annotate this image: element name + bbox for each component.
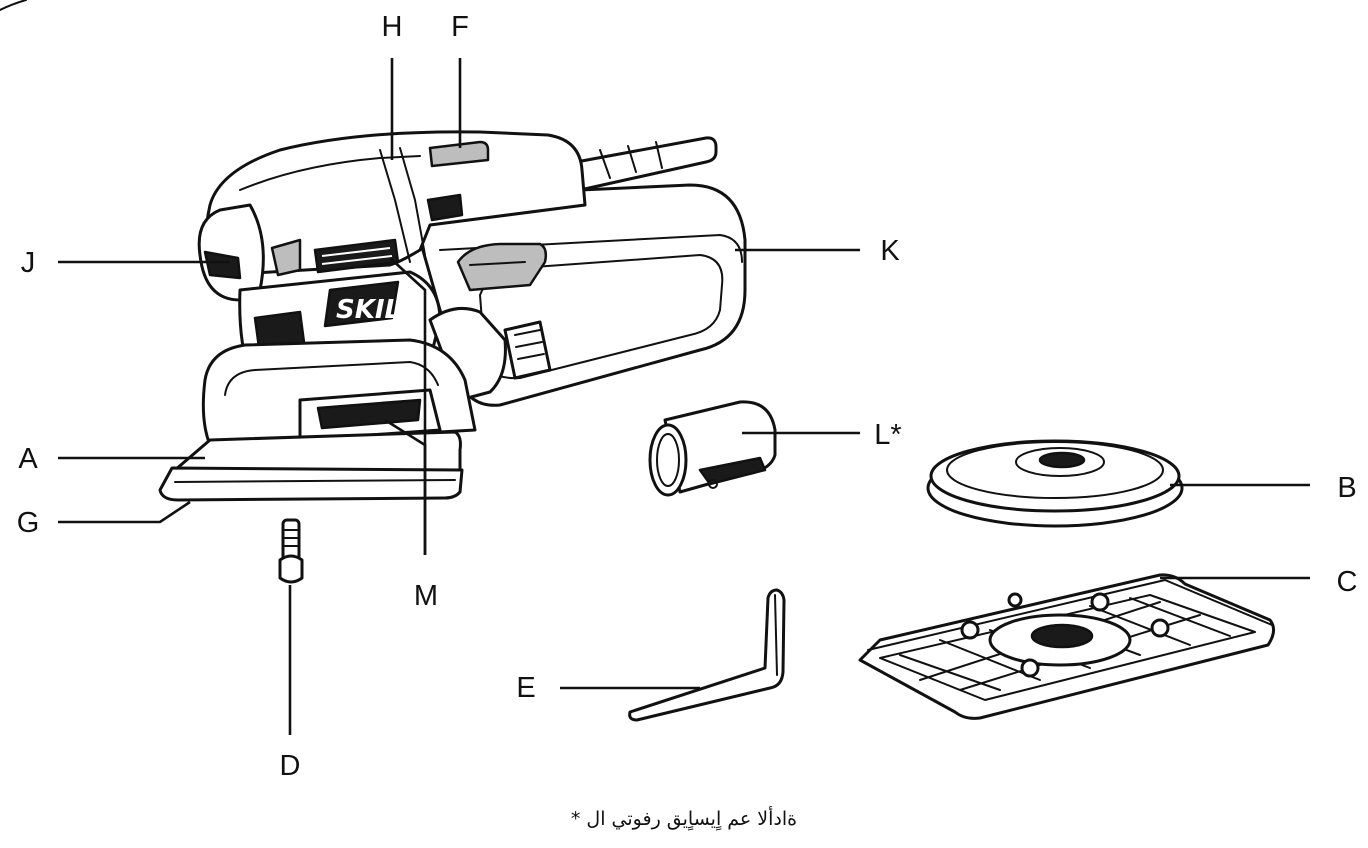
label-G: G: [17, 507, 40, 539]
label-K: K: [880, 235, 900, 267]
rectangular-pad-drawing: [858, 573, 1275, 720]
brand-logo: SKIL: [336, 295, 401, 325]
label-B: B: [1337, 472, 1356, 504]
label-C: C: [1337, 566, 1358, 598]
label-F: F: [451, 11, 469, 43]
round-pad-drawing: [926, 439, 1184, 528]
hex-key-drawing: [628, 588, 786, 722]
dust-adapter-drawing: [648, 400, 777, 497]
leader-G: [58, 500, 191, 524]
label-J: J: [21, 247, 36, 279]
label-H: H: [382, 11, 403, 43]
label-A: A: [18, 443, 38, 475]
label-L: L*: [874, 419, 901, 451]
label-M: M: [414, 580, 438, 612]
leader-M-lower: [384, 418, 427, 555]
screw-drawing: [278, 518, 304, 584]
label-E: E: [516, 672, 535, 704]
corner-mark: [0, 0, 27, 11]
label-D: D: [280, 750, 301, 782]
sander-drawing: SKIL: [158, 130, 747, 502]
footnote-accessory-note: ةادألا عم اٍيساٍيق رفوتي ال *: [570, 808, 798, 830]
leader-lines: [58, 58, 1310, 735]
